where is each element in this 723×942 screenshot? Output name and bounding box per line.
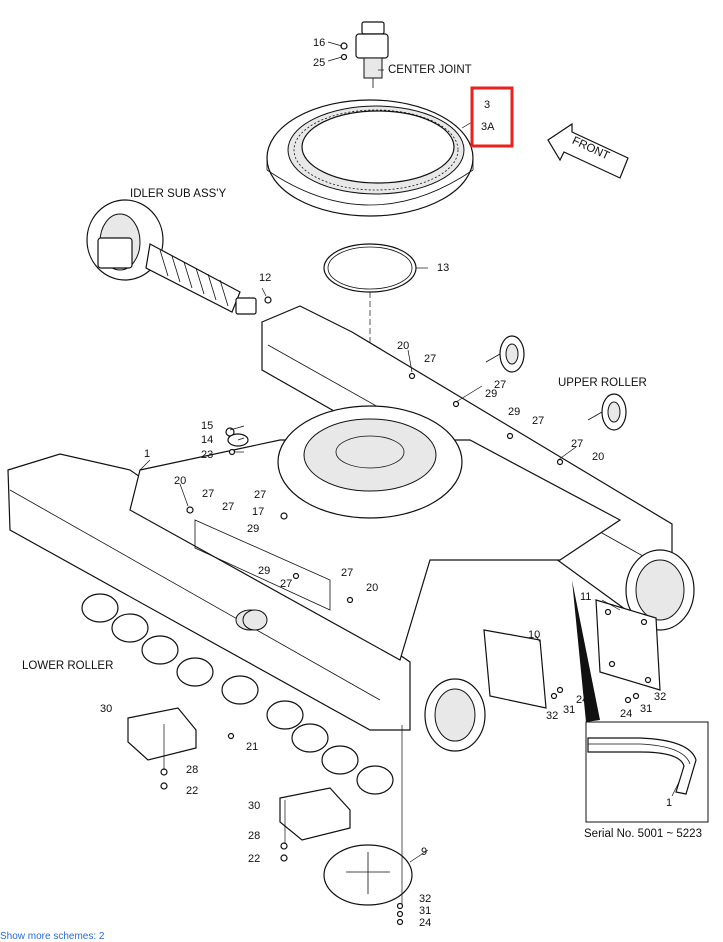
- callout: 22: [248, 853, 260, 865]
- callout: 27: [341, 567, 353, 579]
- callout: 31: [563, 704, 575, 716]
- inset-pointer: [572, 580, 600, 722]
- callout: 23: [201, 449, 213, 461]
- callout: 20: [397, 340, 409, 352]
- callout: 1: [144, 448, 150, 460]
- callout: 24: [419, 917, 431, 929]
- callout: 29: [258, 565, 270, 577]
- callout: 20: [366, 582, 378, 594]
- callout: 11: [580, 591, 591, 603]
- fastener-parts: [160, 296, 640, 926]
- callout: 28: [248, 830, 260, 842]
- upper-roller-caption: UPPER ROLLER: [558, 377, 647, 389]
- callout: 31: [640, 703, 652, 715]
- callout: 27: [222, 501, 234, 513]
- serial-inset: 1: [585, 721, 709, 823]
- idler-part: [86, 199, 257, 315]
- center-joint-caption: CENTER JOINT: [388, 64, 472, 76]
- highlight-label-3a: 3A: [481, 121, 495, 133]
- callout: 17: [252, 506, 264, 518]
- upper-roller-part: [485, 335, 627, 431]
- cover-plate-part: [483, 599, 661, 709]
- callout: 9: [421, 846, 427, 858]
- callout: 20: [174, 475, 186, 487]
- callout: 29: [247, 523, 259, 535]
- callout: 32: [419, 893, 431, 905]
- callout: 20: [592, 451, 604, 463]
- callout: 27: [280, 578, 292, 590]
- show-more-schemes-link[interactable]: Show more schemes: 2: [0, 931, 105, 942]
- callout: 12: [259, 272, 271, 284]
- center-joint-part: [340, 21, 389, 88]
- plate-part: [323, 844, 413, 906]
- callout: 27: [202, 488, 214, 500]
- swing-bearing-part: [266, 99, 474, 217]
- idler-caption: IDLER SUB ASS'Y: [130, 188, 226, 200]
- callout: 21: [246, 741, 258, 753]
- highlight-label-3: 3: [484, 99, 490, 111]
- callout: 24: [620, 708, 632, 720]
- callout: 29: [485, 388, 497, 400]
- serial-caption: Serial No. 5001 ~ 5223: [584, 828, 702, 840]
- callout: 27: [424, 353, 436, 365]
- highlight-box: [470, 86, 514, 148]
- lower-roller-caption: LOWER ROLLER: [22, 660, 113, 672]
- callout: 15: [201, 420, 213, 432]
- callout: 31: [419, 905, 431, 917]
- callout: 28: [186, 764, 198, 776]
- o-ring-part: [323, 243, 417, 293]
- lower-roller-part: [81, 593, 394, 795]
- callout: 16: [313, 37, 325, 49]
- callout: 27: [532, 415, 544, 427]
- callout: 22: [186, 785, 198, 797]
- callout: 32: [546, 710, 558, 722]
- callout: 30: [100, 703, 112, 715]
- callout: 14: [201, 434, 213, 446]
- callout: 30: [248, 800, 260, 812]
- callout: 10: [528, 629, 540, 641]
- callout: 25: [313, 57, 325, 69]
- callout: 27: [494, 379, 506, 391]
- callout: 27: [254, 489, 266, 501]
- callout: 27: [571, 438, 583, 450]
- inset-callout: 1: [666, 797, 672, 809]
- callout: 32: [654, 691, 666, 703]
- track-frame-part: [7, 305, 695, 752]
- track-guard-part: [127, 707, 351, 841]
- callout: 29: [508, 406, 520, 418]
- callout: 13: [437, 262, 449, 274]
- front-arrow: FRONT: [547, 122, 629, 179]
